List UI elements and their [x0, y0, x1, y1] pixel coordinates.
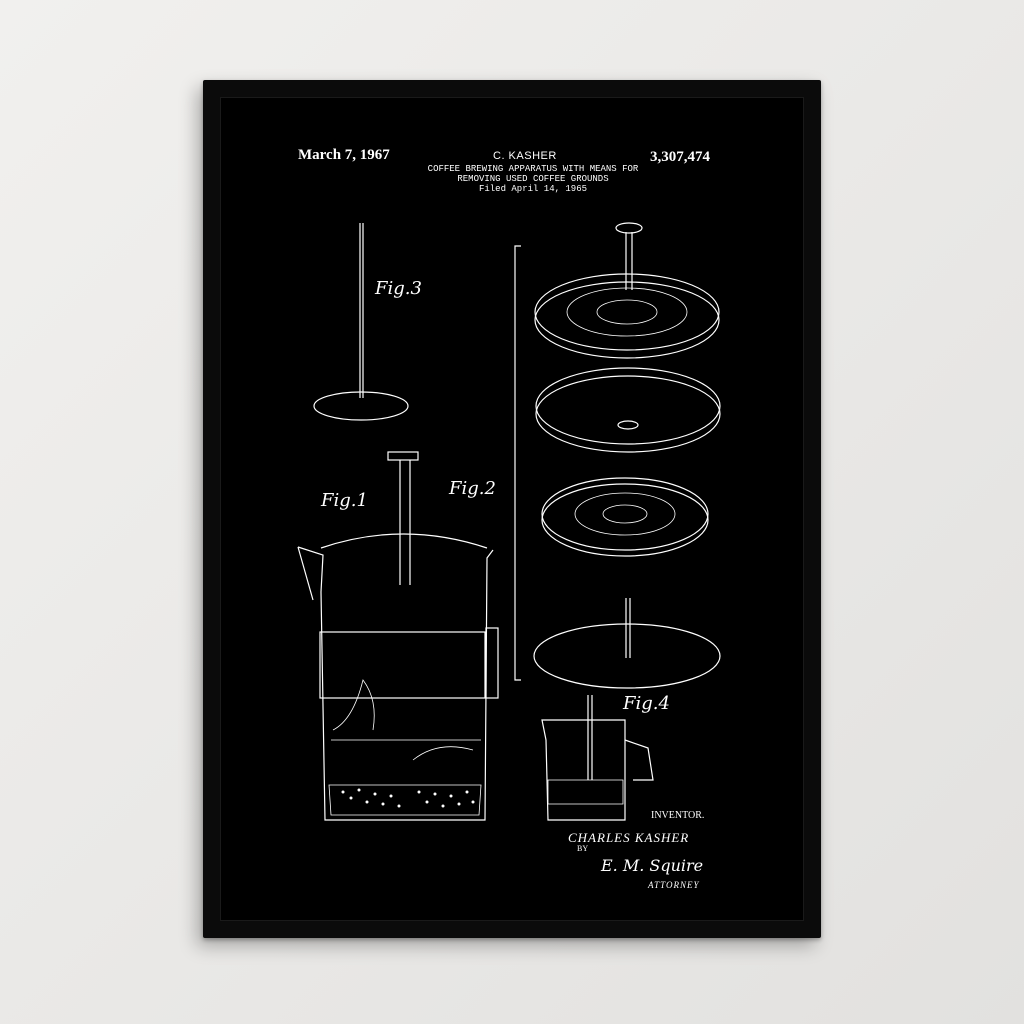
- fig2-exploded-view-drawing: [514, 222, 721, 689]
- picture-frame: March 7, 1967 C. KASHER 3,307,474 COFFEE…: [203, 80, 821, 938]
- fig3-plunger-drawing: [313, 223, 409, 421]
- fig1-label: Fig.1: [321, 490, 368, 511]
- inventor-label: INVENTOR.: [651, 810, 705, 821]
- fig4-label: Fig.4: [623, 693, 670, 714]
- patent-drawing: [297, 222, 721, 821]
- attorney-signature: E. M. Squire: [601, 856, 704, 875]
- fig1-coffee-grounds: [341, 788, 475, 808]
- fig4-small-pot-drawing: [541, 695, 654, 821]
- patent-title-line-1: COFFEE BREWING APPARATUS WITH MEANS FOR: [427, 164, 639, 174]
- fig3-label: Fig.3: [375, 278, 422, 299]
- fig1-coffee-pot-drawing: [297, 451, 499, 821]
- patent-title-line-2: REMOVING USED COFFEE GROUNDS: [457, 174, 609, 184]
- filed-date: Filed April 14, 1965: [478, 184, 588, 194]
- patent-poster: March 7, 1967 C. KASHER 3,307,474 COFFEE…: [203, 80, 821, 938]
- by-label: BY: [577, 844, 589, 853]
- inventor-signature-name: CHARLES KASHER: [568, 830, 690, 845]
- fig2-label: Fig.2: [449, 478, 496, 499]
- patent-date: March 7, 1967: [298, 147, 390, 163]
- patent-number: 3,307,474: [650, 149, 710, 165]
- attorney-label: ATTORNEY: [648, 880, 700, 890]
- inventor-name: C. KASHER: [493, 150, 557, 162]
